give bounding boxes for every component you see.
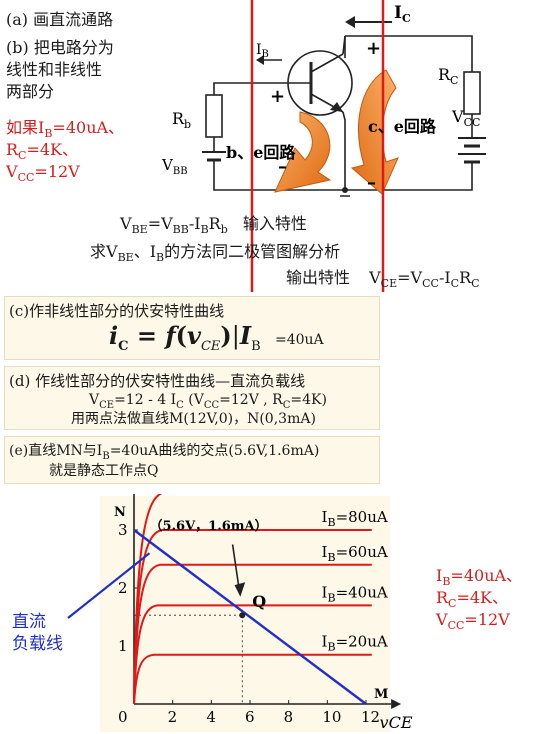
- m-label: M: [374, 687, 388, 702]
- q-arrow-head: [234, 582, 246, 597]
- x-tick-label: 10: [322, 708, 341, 726]
- load-line: [133, 529, 367, 705]
- minus-be: –: [278, 156, 287, 177]
- step-e-line2: 就是静态工作点Q: [49, 463, 159, 479]
- q-annotation: （5.6V，1.6mA）: [149, 518, 267, 534]
- x-tick-label: 4: [206, 708, 216, 726]
- step-d-title: (d) 作线性部分的伏安特性曲线—直流负载线: [9, 372, 306, 390]
- load-line-label-2: 负载线: [12, 634, 63, 654]
- condition-ib: 如果IB=40uA、: [6, 118, 125, 141]
- q-arrow: [231, 544, 241, 592]
- ic-label: IC: [394, 3, 411, 25]
- condition-vcc: VCC=12V: [6, 162, 80, 185]
- step-d-line1: VCE=12 - 4 IC (VCC=12V , RC=4K): [89, 392, 327, 411]
- q-label: Q: [252, 592, 266, 611]
- plus-c: +: [366, 38, 381, 59]
- ib-curve-label: IB=20uA: [322, 633, 388, 654]
- y-tick-label: 2: [118, 579, 128, 597]
- step-b-line2: 线性和非线性: [6, 60, 103, 79]
- loop-be-label: b、e回路: [226, 143, 296, 162]
- ib-curve-label: IB=60uA: [322, 543, 388, 564]
- x-tick-label: 12: [361, 708, 380, 726]
- x-tick-label: 2: [168, 708, 178, 726]
- condition-rc: RC=4K、: [6, 140, 79, 163]
- br-condition-rc: RC=4K、: [436, 588, 509, 611]
- br-condition-ib: IB=40uA、: [436, 566, 523, 589]
- vce-equation: 输出特性 VCE=VCC-ICRC: [286, 268, 480, 291]
- step-b-line1: (b) 把电路分为: [6, 38, 114, 57]
- vbb-label: VBB: [161, 156, 188, 177]
- q-point: [239, 612, 246, 619]
- loop-ce-label: c、e回路: [368, 117, 437, 136]
- ib-curve-label: IB=40uA: [322, 583, 388, 604]
- minus-e: –: [367, 172, 376, 193]
- step-c-formula: iC = f(vCE)|IB =40uA: [109, 321, 324, 354]
- output-characteristic-chart: 024681012123iC (mA)vCEIB=100uAIB=80uAIB=…: [67, 494, 413, 732]
- step-d-box: (d) 作线性部分的伏安特性曲线—直流负载线 VCE=12 - 4 IC (VC…: [4, 366, 380, 430]
- method-text: 求VBE、IB的方法同二极管图解分析: [90, 242, 341, 265]
- n-label: N: [114, 505, 126, 520]
- rc-label: RC: [438, 65, 458, 87]
- br-condition-vcc: VCC=12V: [436, 610, 510, 633]
- circuit-diagram: IC IB RC Rb VCC VBB b、e回路 c、e回路 + + – –: [161, 0, 486, 292]
- x-tick-label: 6: [245, 708, 255, 726]
- plus-b: +: [270, 86, 285, 107]
- step-c-title: (c)作非线性部分的伏安特性曲线: [9, 302, 225, 320]
- rb-label: Rb: [172, 109, 191, 131]
- step-e-line1: (e)直线MN与IB=40uA曲线的交点(5.6V,1.6mA): [9, 443, 320, 462]
- ib-label: IB: [256, 42, 269, 60]
- vcc-label: VCC: [451, 107, 480, 129]
- step-e-box: (e)直线MN与IB=40uA曲线的交点(5.6V,1.6mA) 就是静态工作点…: [4, 436, 380, 484]
- ib-curve: [133, 604, 372, 705]
- load-line-pointer: [67, 552, 151, 619]
- step-b-line3: 两部分: [6, 82, 55, 101]
- ib-curve-label: IB=80uA: [322, 508, 388, 529]
- load-line-label-1: 直流: [12, 612, 46, 632]
- step-c-box: (c)作非线性部分的伏安特性曲线 iC = f(vCE)|IB =40uA: [4, 296, 380, 360]
- ib-curve: [133, 653, 372, 705]
- y-tick-label: 3: [118, 521, 128, 539]
- y-tick-label: 1: [118, 637, 128, 655]
- x-axis-label: vCE: [380, 713, 413, 732]
- step-a-text: (a) 画直流通路: [6, 10, 114, 29]
- x-tick-label: 8: [284, 708, 294, 726]
- x-tick-label: 0: [118, 708, 128, 726]
- x-axis-arrow: [391, 699, 402, 709]
- vbe-equation: VBE=VBB-IBRb 输入特性: [120, 214, 307, 237]
- step-d-line2: 用两点法做直线M(12V,0)，N(0,3mA): [71, 411, 316, 427]
